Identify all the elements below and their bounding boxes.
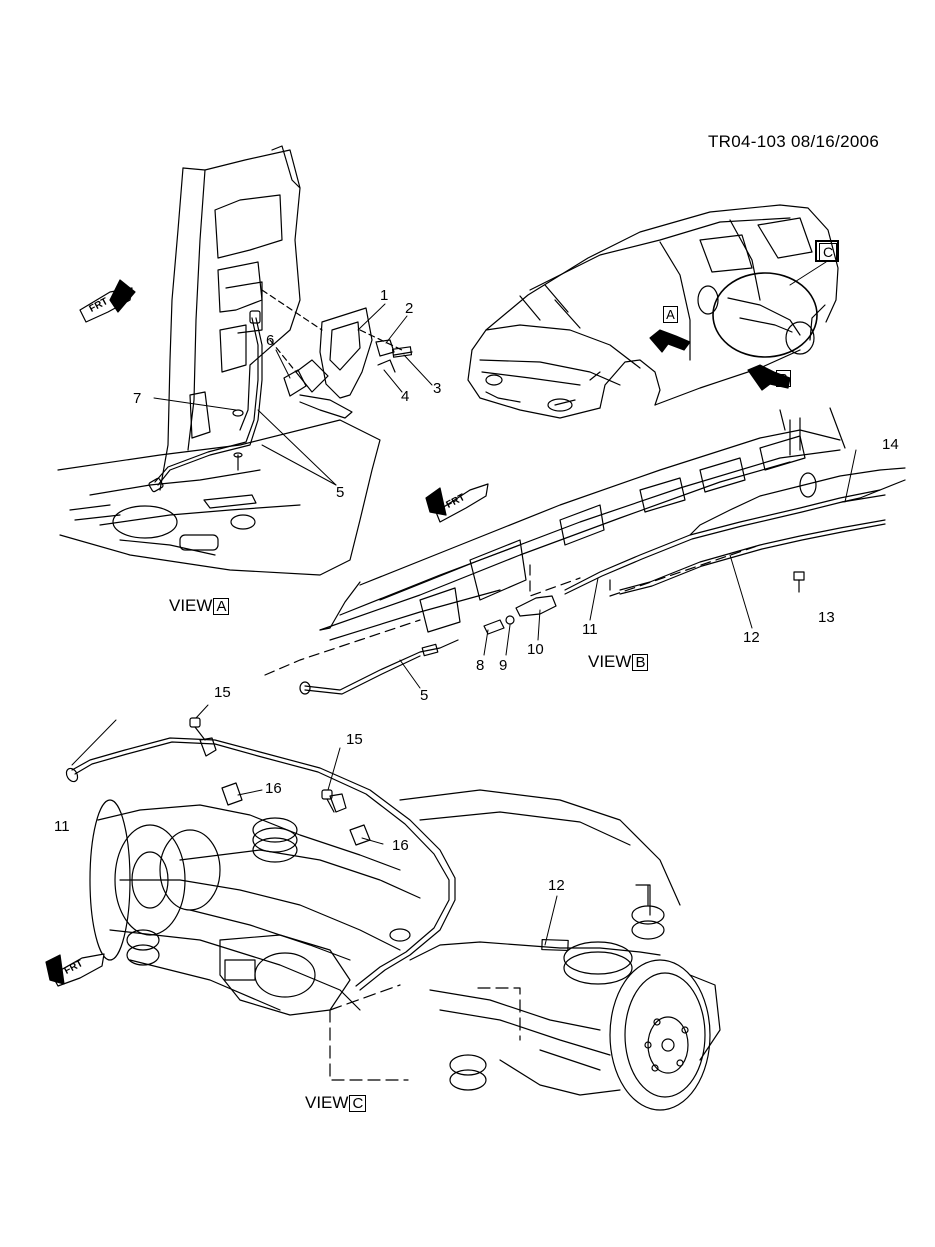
callout-16: 16 xyxy=(392,837,409,854)
callout-6: 6 xyxy=(266,332,275,349)
callout-3: 3 xyxy=(433,380,442,397)
callout-9: 9 xyxy=(499,657,508,674)
callout-10: 10 xyxy=(527,641,544,658)
detail-c-marker-label: C xyxy=(819,243,837,261)
arrow-b-label: B xyxy=(776,370,791,387)
view-a-text: VIEW xyxy=(169,596,213,615)
callout-12: 12 xyxy=(548,877,565,894)
callout-11: 11 xyxy=(582,621,598,638)
callout-2: 2 xyxy=(405,300,414,317)
callout-5: 5 xyxy=(420,687,429,704)
detail-c-marker: C xyxy=(815,240,839,262)
arrow-a-label: A xyxy=(663,306,678,323)
vehicle-overview-illustration xyxy=(468,205,838,418)
callout-13: 13 xyxy=(818,609,835,626)
view-a-illustration xyxy=(58,146,432,575)
front-direction-arrow-icon xyxy=(46,954,104,986)
callout-15: 15 xyxy=(346,731,363,748)
view-b-illustration xyxy=(265,408,905,694)
front-direction-arrow-icon xyxy=(426,484,488,522)
view-c-text: VIEW xyxy=(305,1093,349,1112)
callout-1: 1 xyxy=(380,287,389,304)
view-b-text: VIEW xyxy=(588,652,632,671)
callout-4: 4 xyxy=(401,388,410,405)
view-c-illustration xyxy=(64,705,720,1110)
callout-12: 12 xyxy=(743,629,760,646)
callout-14: 14 xyxy=(882,436,899,453)
callout-11: 11 xyxy=(54,818,70,835)
callout-7: 7 xyxy=(133,390,142,407)
callout-15: 15 xyxy=(214,684,231,701)
front-direction-arrow-icon xyxy=(80,280,135,322)
view-b-box: B xyxy=(632,654,649,671)
callout-16: 16 xyxy=(265,780,282,797)
view-a-box: A xyxy=(213,598,230,615)
callout-8: 8 xyxy=(476,657,485,674)
view-c-box: C xyxy=(349,1095,367,1112)
callout-5: 5 xyxy=(336,484,345,501)
drawing-code: TR04-103 08/16/2006 xyxy=(708,132,880,151)
